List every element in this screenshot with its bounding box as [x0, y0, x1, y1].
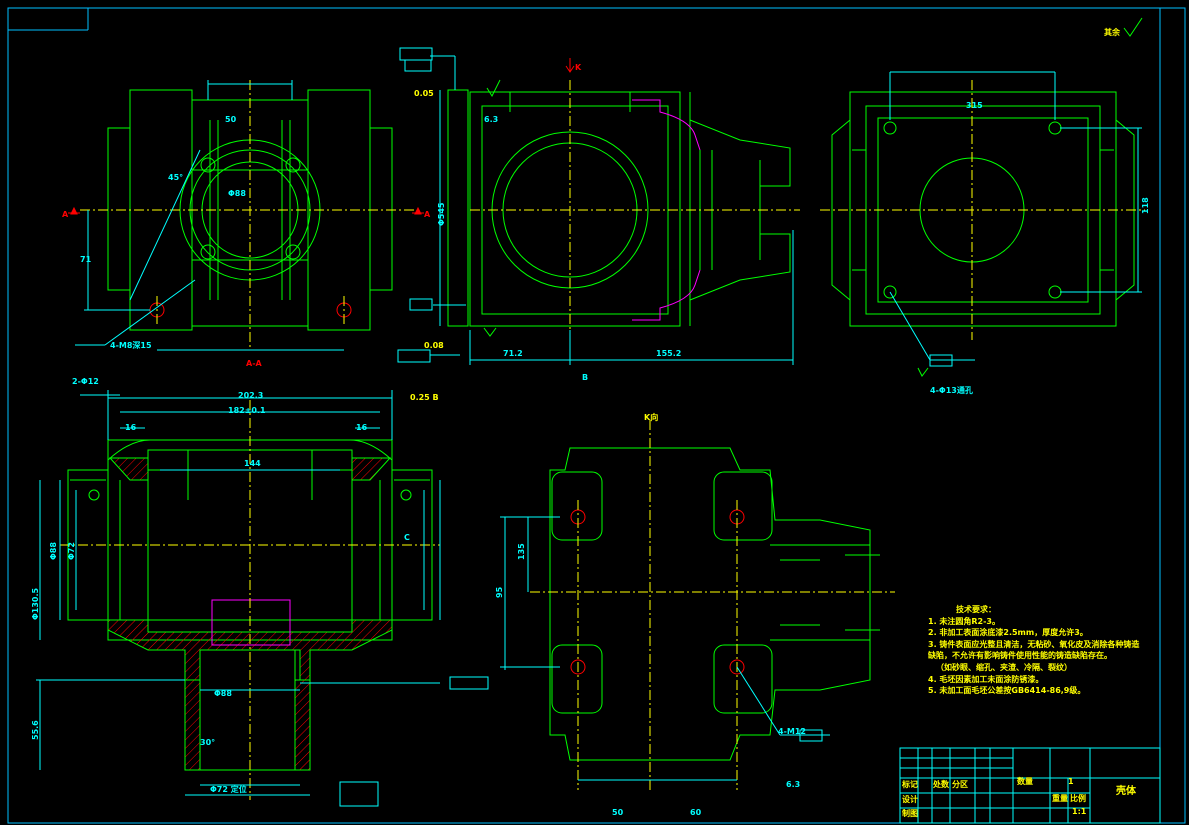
- dim-c-bottom-left: C: [404, 533, 410, 542]
- tol-a-top-center: 0.05: [414, 89, 434, 98]
- callout-bottom-right: 4-M12: [778, 727, 806, 736]
- callout-right-bottom-left: 0.25 B: [410, 393, 439, 402]
- dim-144-bottom-left: 144: [244, 459, 261, 468]
- tb-row-2: 制图: [902, 808, 918, 818]
- dim-16b-bottom-left: 16: [356, 423, 368, 432]
- view-top-center: [397, 47, 800, 365]
- dim-w2-bottom-right: 60: [690, 808, 702, 817]
- dim-height-top-right: 118: [1141, 197, 1150, 214]
- dim-left-h-bottom-left: Φ130.5: [31, 587, 40, 620]
- dim-16a-bottom-left: 16: [125, 423, 137, 432]
- section-mark-left: A: [62, 210, 69, 219]
- tb-scale-label: 比例: [1070, 793, 1086, 803]
- view-arrow-k: K: [575, 63, 582, 72]
- view-top-left: [68, 80, 424, 351]
- bottom-label-top-center: B: [582, 373, 588, 382]
- ra-bottom-right: 6.3: [786, 780, 800, 789]
- technical-requirements: 技术要求： 1. 未注圆角R2-3。 2. 非加工表面涂底漆2.5mm，厚度允许…: [928, 604, 1163, 697]
- dim-72-bottom-left: Φ72: [67, 542, 76, 560]
- tech-req-item: 5. 未加工面毛坯公差按GB6414-86,9级。: [928, 686, 1086, 696]
- dim-h1-bottom-right: 135: [517, 543, 526, 560]
- tb-quantity-label: 数量: [1017, 776, 1033, 786]
- dim-width-top-right: 315: [966, 101, 983, 110]
- dim-top-top-left: 50: [225, 115, 237, 124]
- tech-req-item: 2. 非加工表面涂底漆2.5mm，厚度允许3。: [928, 628, 1088, 638]
- tech-req-item: （如砂眼、缩孔、夹渣、冷隔、裂纹）: [936, 662, 1072, 672]
- tb-quantity-value: 1: [1068, 777, 1074, 786]
- tech-req-item: 3. 铸件表面应光整且清洁，无粘砂、氧化皮及消除各种铸造: [928, 639, 1140, 649]
- tb-part-name: 壳体: [1115, 784, 1137, 797]
- section-mark-right: A: [424, 210, 431, 219]
- dim-182-bottom-left: 182±0.1: [228, 406, 266, 415]
- callout-left-bottom-left: 2-Φ12: [72, 377, 99, 386]
- view-bottom-right: [500, 420, 895, 790]
- dim-bore-top-left: Φ88: [228, 189, 246, 198]
- view-name-k: K向: [644, 412, 658, 422]
- ra-top-center: 6.3: [484, 115, 498, 124]
- dim-base-bottom-left: Φ88: [214, 689, 232, 698]
- section-name-aa: A-A: [246, 359, 263, 368]
- dim-angle-top-left: 45°: [168, 173, 183, 182]
- dim-bottom-bottom-left: Φ72 定位: [210, 784, 247, 794]
- callout-top-right: 4-Φ13通孔: [930, 385, 973, 395]
- tb-row-0: 标记: [901, 779, 918, 789]
- dim-right-top-center: 155.2: [656, 349, 681, 358]
- title-block: [899, 747, 1161, 824]
- dim-lower-h-bottom-left: 55.6: [31, 720, 40, 740]
- dim-w1-bottom-right: 50: [612, 808, 624, 817]
- view-top-right: [820, 71, 1145, 377]
- tech-req-item: 4. 毛坯因素加工未面涂防锈漆。: [928, 674, 1044, 684]
- tech-req-title: 技术要求：: [956, 605, 996, 614]
- drawing-frame: [7, 7, 1186, 824]
- tb-row-1: 设计: [902, 794, 918, 804]
- tb-col-0: 处数: [932, 779, 950, 789]
- tech-req-item: 缺陷，不允许有影响铸件使用性能的铸造缺陷存在。: [928, 651, 1112, 661]
- tb-col-1: 分区: [952, 779, 968, 789]
- roughness-note: 其余: [1104, 27, 1121, 37]
- hole-callout-top-left: 4-M8深15: [110, 340, 152, 350]
- dim-202-bottom-left: 202.3: [238, 391, 263, 400]
- dim-88-bottom-left: Φ88: [49, 542, 58, 560]
- dim-left-top-center: 71.2: [503, 349, 523, 358]
- view-bottom-left: [36, 390, 489, 807]
- roughness-symbol: [1123, 17, 1143, 37]
- dim-height-top-center: Φ545: [437, 202, 446, 226]
- tb-scale-value: 1:1: [1072, 807, 1087, 816]
- dim-height-top-left: 71: [80, 255, 92, 264]
- dim-angle-bottom-left: 30°: [200, 738, 215, 747]
- tol-b-top-center: 0.08: [424, 341, 444, 350]
- tech-req-item: 1. 未注圆角R2-3。: [928, 616, 1001, 626]
- tb-weight-label: 重量: [1052, 793, 1068, 803]
- dim-h2-bottom-right: 95: [495, 586, 504, 598]
